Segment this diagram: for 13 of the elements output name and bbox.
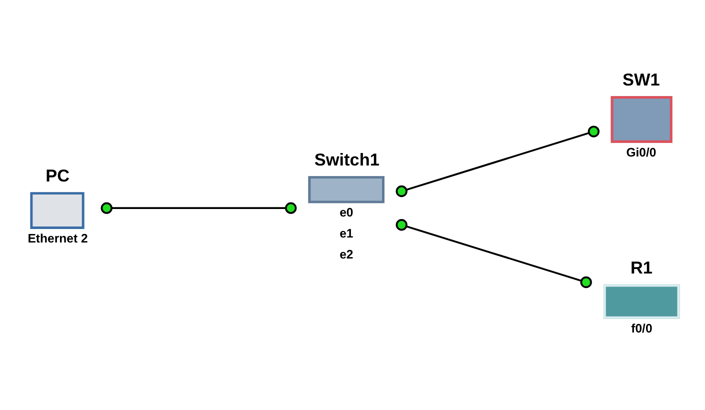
node-label: e2 — [340, 248, 354, 262]
node-label: R1 — [630, 258, 653, 278]
node-label: PC — [46, 165, 70, 186]
node-label: SW1 — [622, 69, 660, 90]
node-label: Switch1 — [314, 149, 380, 170]
connector — [396, 126, 600, 198]
connector — [396, 219, 592, 288]
connector — [100, 202, 297, 214]
node-label: f0/0 — [631, 321, 652, 336]
node-label: e0 — [340, 206, 354, 220]
node-label: Ethernet 2 — [28, 232, 88, 246]
node-label: e1 — [340, 226, 354, 241]
node-label: Gi0/0 — [626, 145, 656, 160]
